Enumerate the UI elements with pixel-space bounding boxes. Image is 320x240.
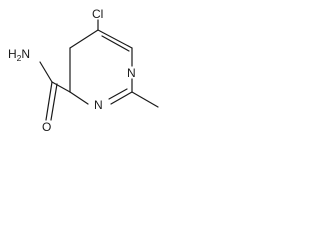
pyrimidine-ring <box>69 29 133 105</box>
bond-carbonyl-n <box>39 61 53 83</box>
atom-cl-label: Cl <box>92 7 103 21</box>
bond-c2-n3 <box>110 91 133 105</box>
chemical-structure: Cl H2N O N N <box>8 7 159 134</box>
atom-n1-label: N <box>127 66 136 80</box>
atom-nh2-h: H <box>8 47 17 61</box>
atom-nh2-n: N <box>21 47 30 61</box>
structure-canvas: Cl H2N O N N <box>0 0 170 150</box>
bond-c5-c6-inner <box>101 35 130 52</box>
bond-c4-c5-ring <box>69 29 99 49</box>
bond-carbonyl-o <box>45 81 53 121</box>
bond-n3-c4 <box>69 91 89 105</box>
atom-n3-label: N <box>94 98 103 112</box>
bond-c2-methyl <box>131 91 159 108</box>
atom-nh2-label: H2N <box>8 47 30 63</box>
atom-nh2-subscript: 2 <box>17 53 22 63</box>
bond-c2-n3-inner <box>108 88 128 100</box>
bond-c5-c6 <box>97 29 133 49</box>
bond-c4-carbonyl <box>51 81 71 93</box>
atom-o-label: O <box>42 120 51 134</box>
bond-carbonyl-o-inner <box>50 83 58 121</box>
